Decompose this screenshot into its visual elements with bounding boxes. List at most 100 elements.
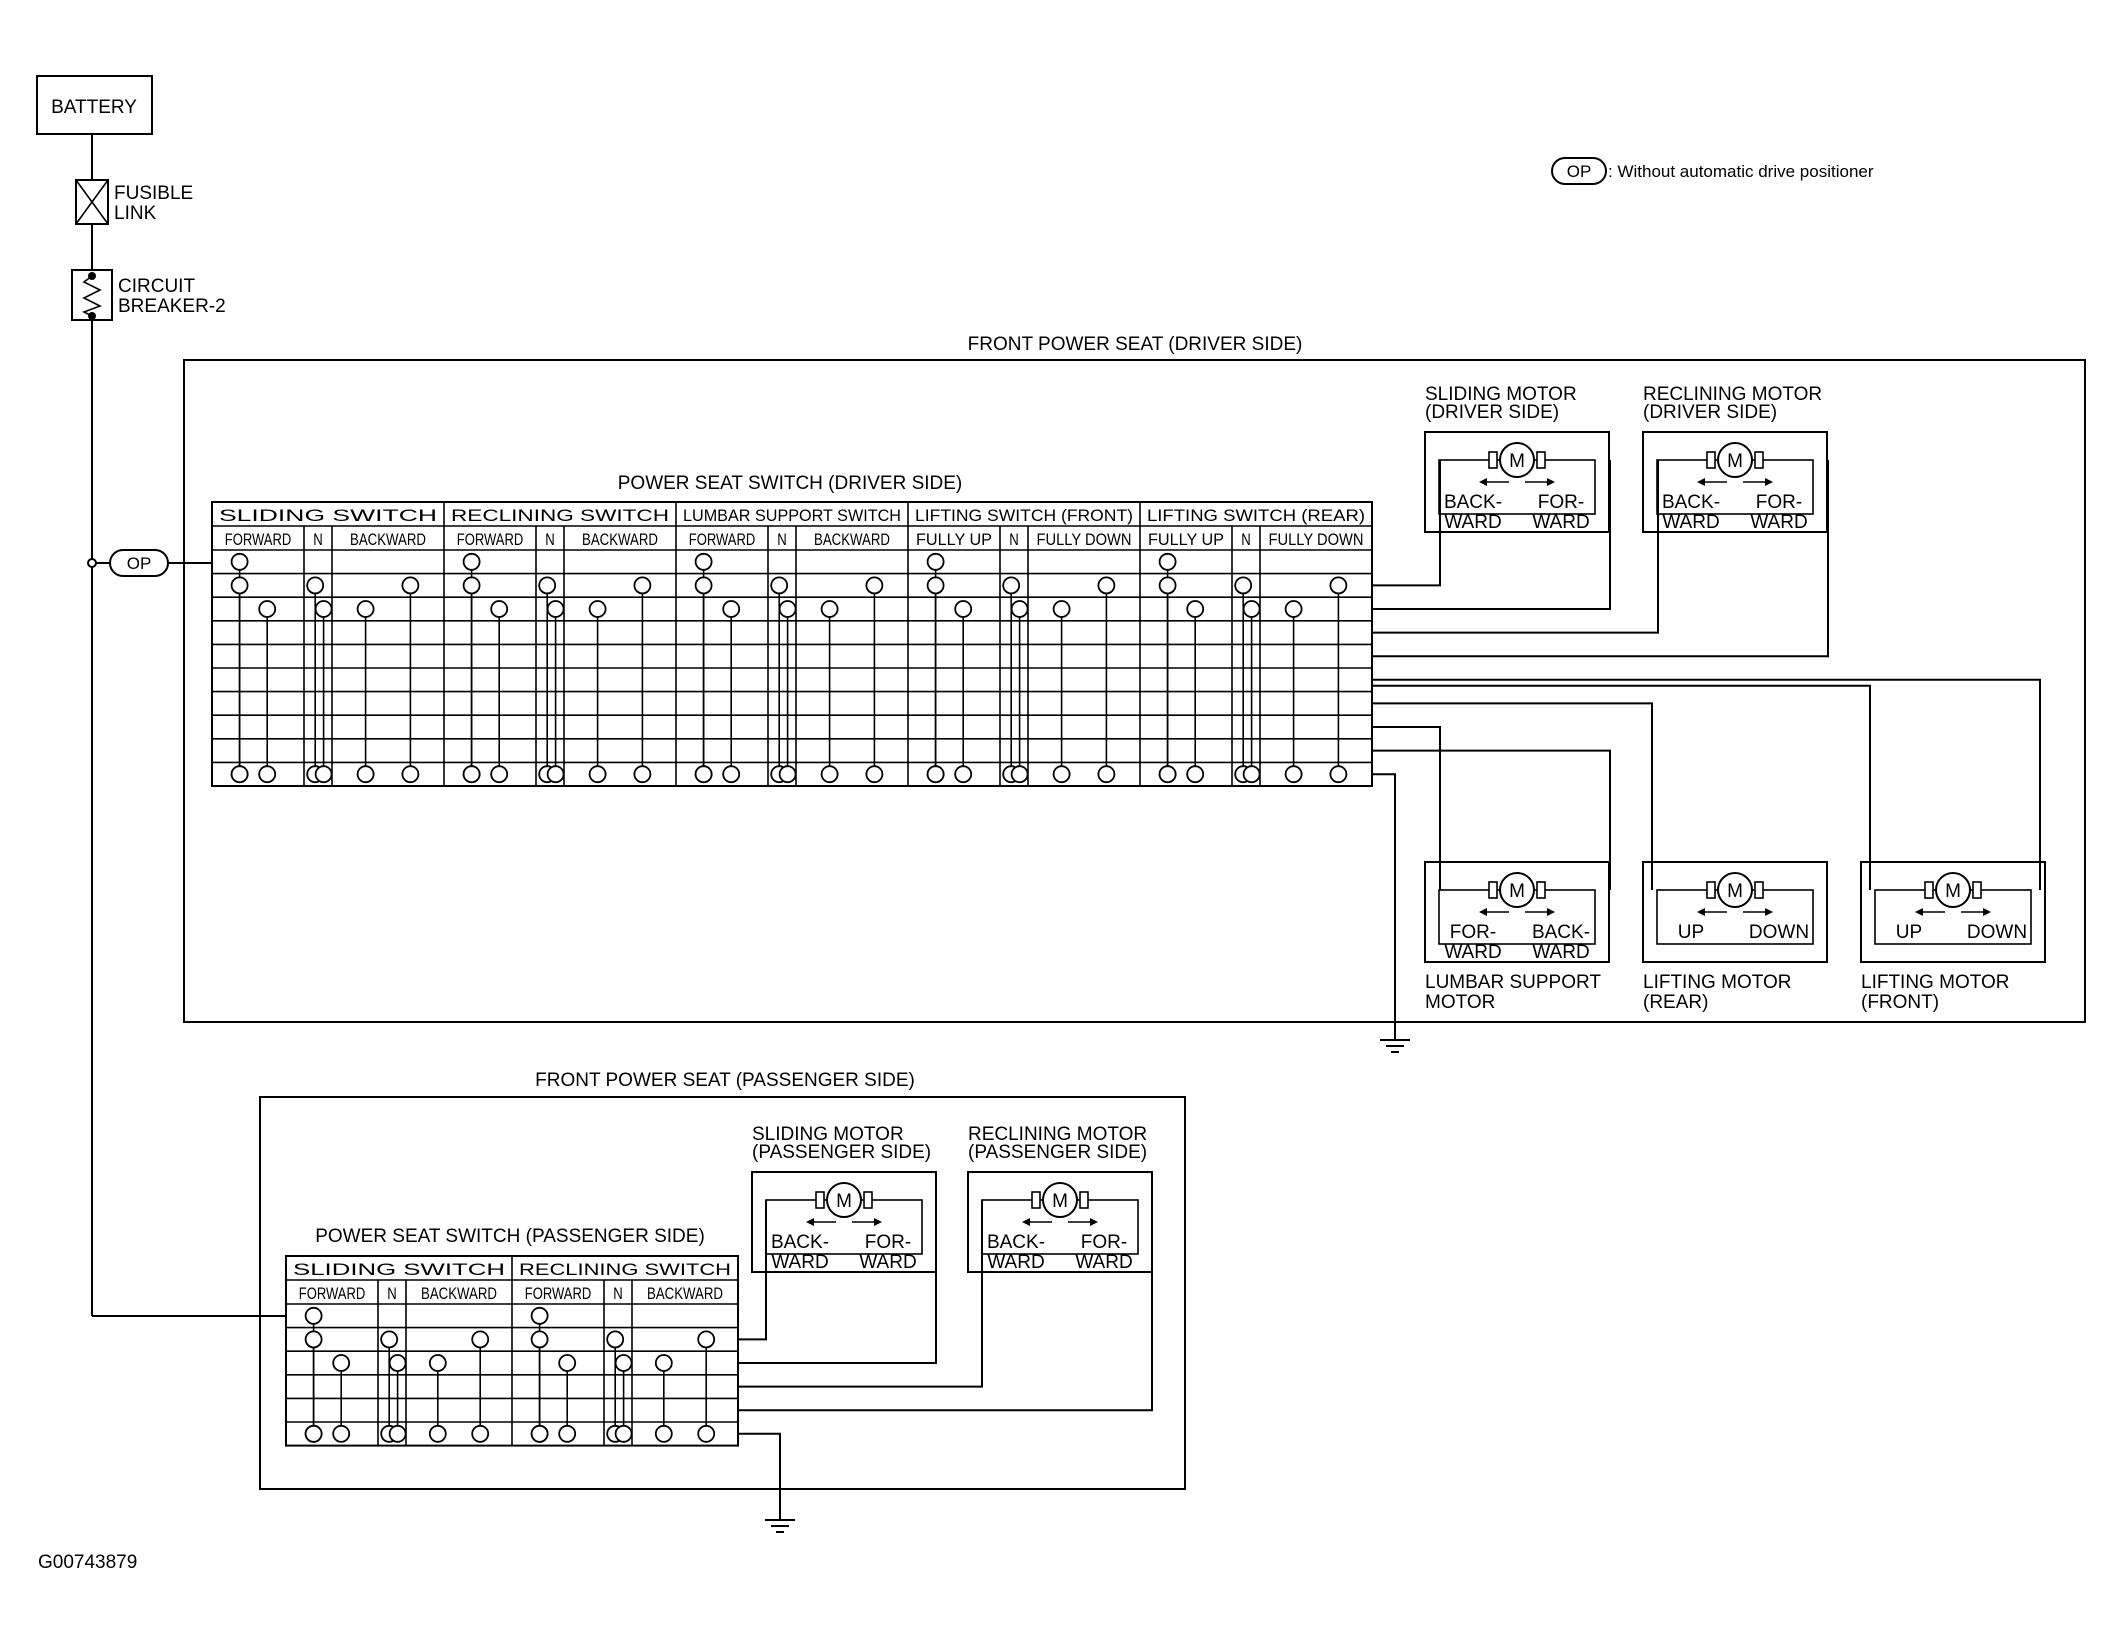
switch-terminal [820, 765, 839, 784]
op-legend-text: : Without automatic drive positioner [1608, 162, 1874, 181]
arrow-head [1915, 908, 1923, 916]
motor-direction-label: WARD [1444, 512, 1501, 533]
passenger-motors: SLIDING MOTOR(PASSENGER SIDE)MBACK-WARDF… [751, 1124, 1153, 1273]
switch-terminal [1242, 600, 1261, 618]
motor-symbol: M [1509, 881, 1525, 902]
motor-brush [1536, 881, 1546, 899]
motor-brush [1488, 881, 1498, 899]
motor-direction-label: WARD [1532, 512, 1589, 533]
arrow-head [1765, 908, 1773, 916]
switch-position-label: BACKWARD [421, 1284, 497, 1303]
switch-terminal [1052, 600, 1071, 618]
switch-position-label: BACKWARD [582, 530, 658, 549]
switch-terminal [258, 600, 277, 618]
switch-position-label: N [545, 530, 555, 549]
switch-group-label: SLIDING SWITCH [219, 506, 437, 525]
wire [738, 1200, 937, 1364]
motor-brush [1079, 1191, 1089, 1209]
switch-position-label: FULLY DOWN [1269, 530, 1364, 549]
motor-direction-label: DOWN [1749, 922, 1809, 943]
arrow-head [1479, 478, 1487, 486]
switch-position-label: N [1009, 530, 1019, 549]
switch-terminal [356, 765, 375, 784]
motor-brush [1536, 451, 1546, 469]
switch-terminal [558, 1424, 577, 1443]
wire [738, 1200, 983, 1388]
motor-title: LUMBAR SUPPORT [1425, 972, 1601, 993]
wire [1372, 773, 1396, 1040]
switch-terminal [820, 600, 839, 618]
motor-title: LIFTING MOTOR [1643, 972, 1791, 993]
motor-icon [1935, 872, 1971, 908]
switch-terminal [1052, 765, 1071, 784]
motor-box [1424, 861, 1610, 963]
switch-terminal [926, 576, 945, 595]
wire [738, 1432, 781, 1520]
switch-terminal [1002, 576, 1021, 595]
switch-group-label: RECLINING SWITCH [519, 1260, 731, 1279]
motor-direction-label: BACK- [771, 1232, 829, 1253]
motor-title: (PASSENGER SIDE) [752, 1142, 931, 1163]
switch-terminal [314, 600, 333, 618]
motor-icon [1717, 442, 1753, 478]
arrow-head [874, 1218, 882, 1226]
switch-terminal [1010, 600, 1029, 618]
arrow-head [1022, 1218, 1030, 1226]
motor-title: MOTOR [1425, 992, 1495, 1013]
motor-brush [1754, 881, 1764, 899]
figure-id: G00743879 [38, 1552, 137, 1573]
motor-symbol: M [1052, 1191, 1068, 1212]
motor-box [1642, 861, 1828, 963]
switch-terminal [1242, 765, 1261, 784]
wire [1372, 460, 1441, 587]
wire [1372, 460, 1611, 610]
motor-symbol: M [1727, 451, 1743, 472]
switch-terminal [471, 1424, 490, 1443]
motor-direction-label: BACK- [1532, 922, 1590, 943]
passenger-switch-title: POWER SEAT SWITCH (PASSENGER SIDE) [315, 1226, 705, 1247]
circuit-breaker-label-line1: CIRCUIT [118, 276, 195, 297]
switch-terminal [490, 600, 509, 618]
motor-brush [1706, 451, 1716, 469]
motor-direction-label: WARD [1075, 1252, 1132, 1273]
switch-terminal [778, 600, 797, 618]
driver-motor-wires [1372, 460, 2041, 1053]
switch-terminal [633, 765, 652, 784]
switch-terminal [428, 1424, 447, 1443]
driver-switch-title: POWER SEAT SWITCH (DRIVER SIDE) [618, 473, 963, 494]
switch-terminal [1186, 765, 1205, 784]
switch-terminal [926, 765, 945, 784]
motor-direction-label: BACK- [987, 1232, 1045, 1253]
motor-box [1860, 861, 2046, 963]
switch-terminal [356, 600, 375, 618]
switch-terminal [954, 600, 973, 618]
wire [1372, 684, 1871, 890]
switch-terminal [306, 576, 325, 595]
arrow-head [1090, 1218, 1098, 1226]
switch-terminal [538, 576, 557, 595]
motor-direction-label: FOR- [1450, 922, 1496, 943]
arrow-head [1983, 908, 1991, 916]
switch-terminal [697, 1330, 716, 1349]
switch-position-label: N [777, 530, 787, 549]
arrow-head [1697, 908, 1705, 916]
switch-terminal [388, 1354, 407, 1372]
wire [738, 1200, 1153, 1412]
arrow-head [806, 1218, 814, 1226]
wire [1372, 460, 1659, 634]
op-legend-tag-label: OP [1567, 162, 1592, 181]
motor-brush [1031, 1191, 1041, 1209]
op-legend-tag [1551, 157, 1607, 185]
arrow-head [1697, 478, 1705, 486]
motor-title: RECLINING MOTOR [968, 1124, 1147, 1145]
battery-label: BATTERY [51, 97, 137, 118]
wire [738, 1200, 767, 1341]
switch-position-label: BACKWARD [814, 530, 890, 549]
